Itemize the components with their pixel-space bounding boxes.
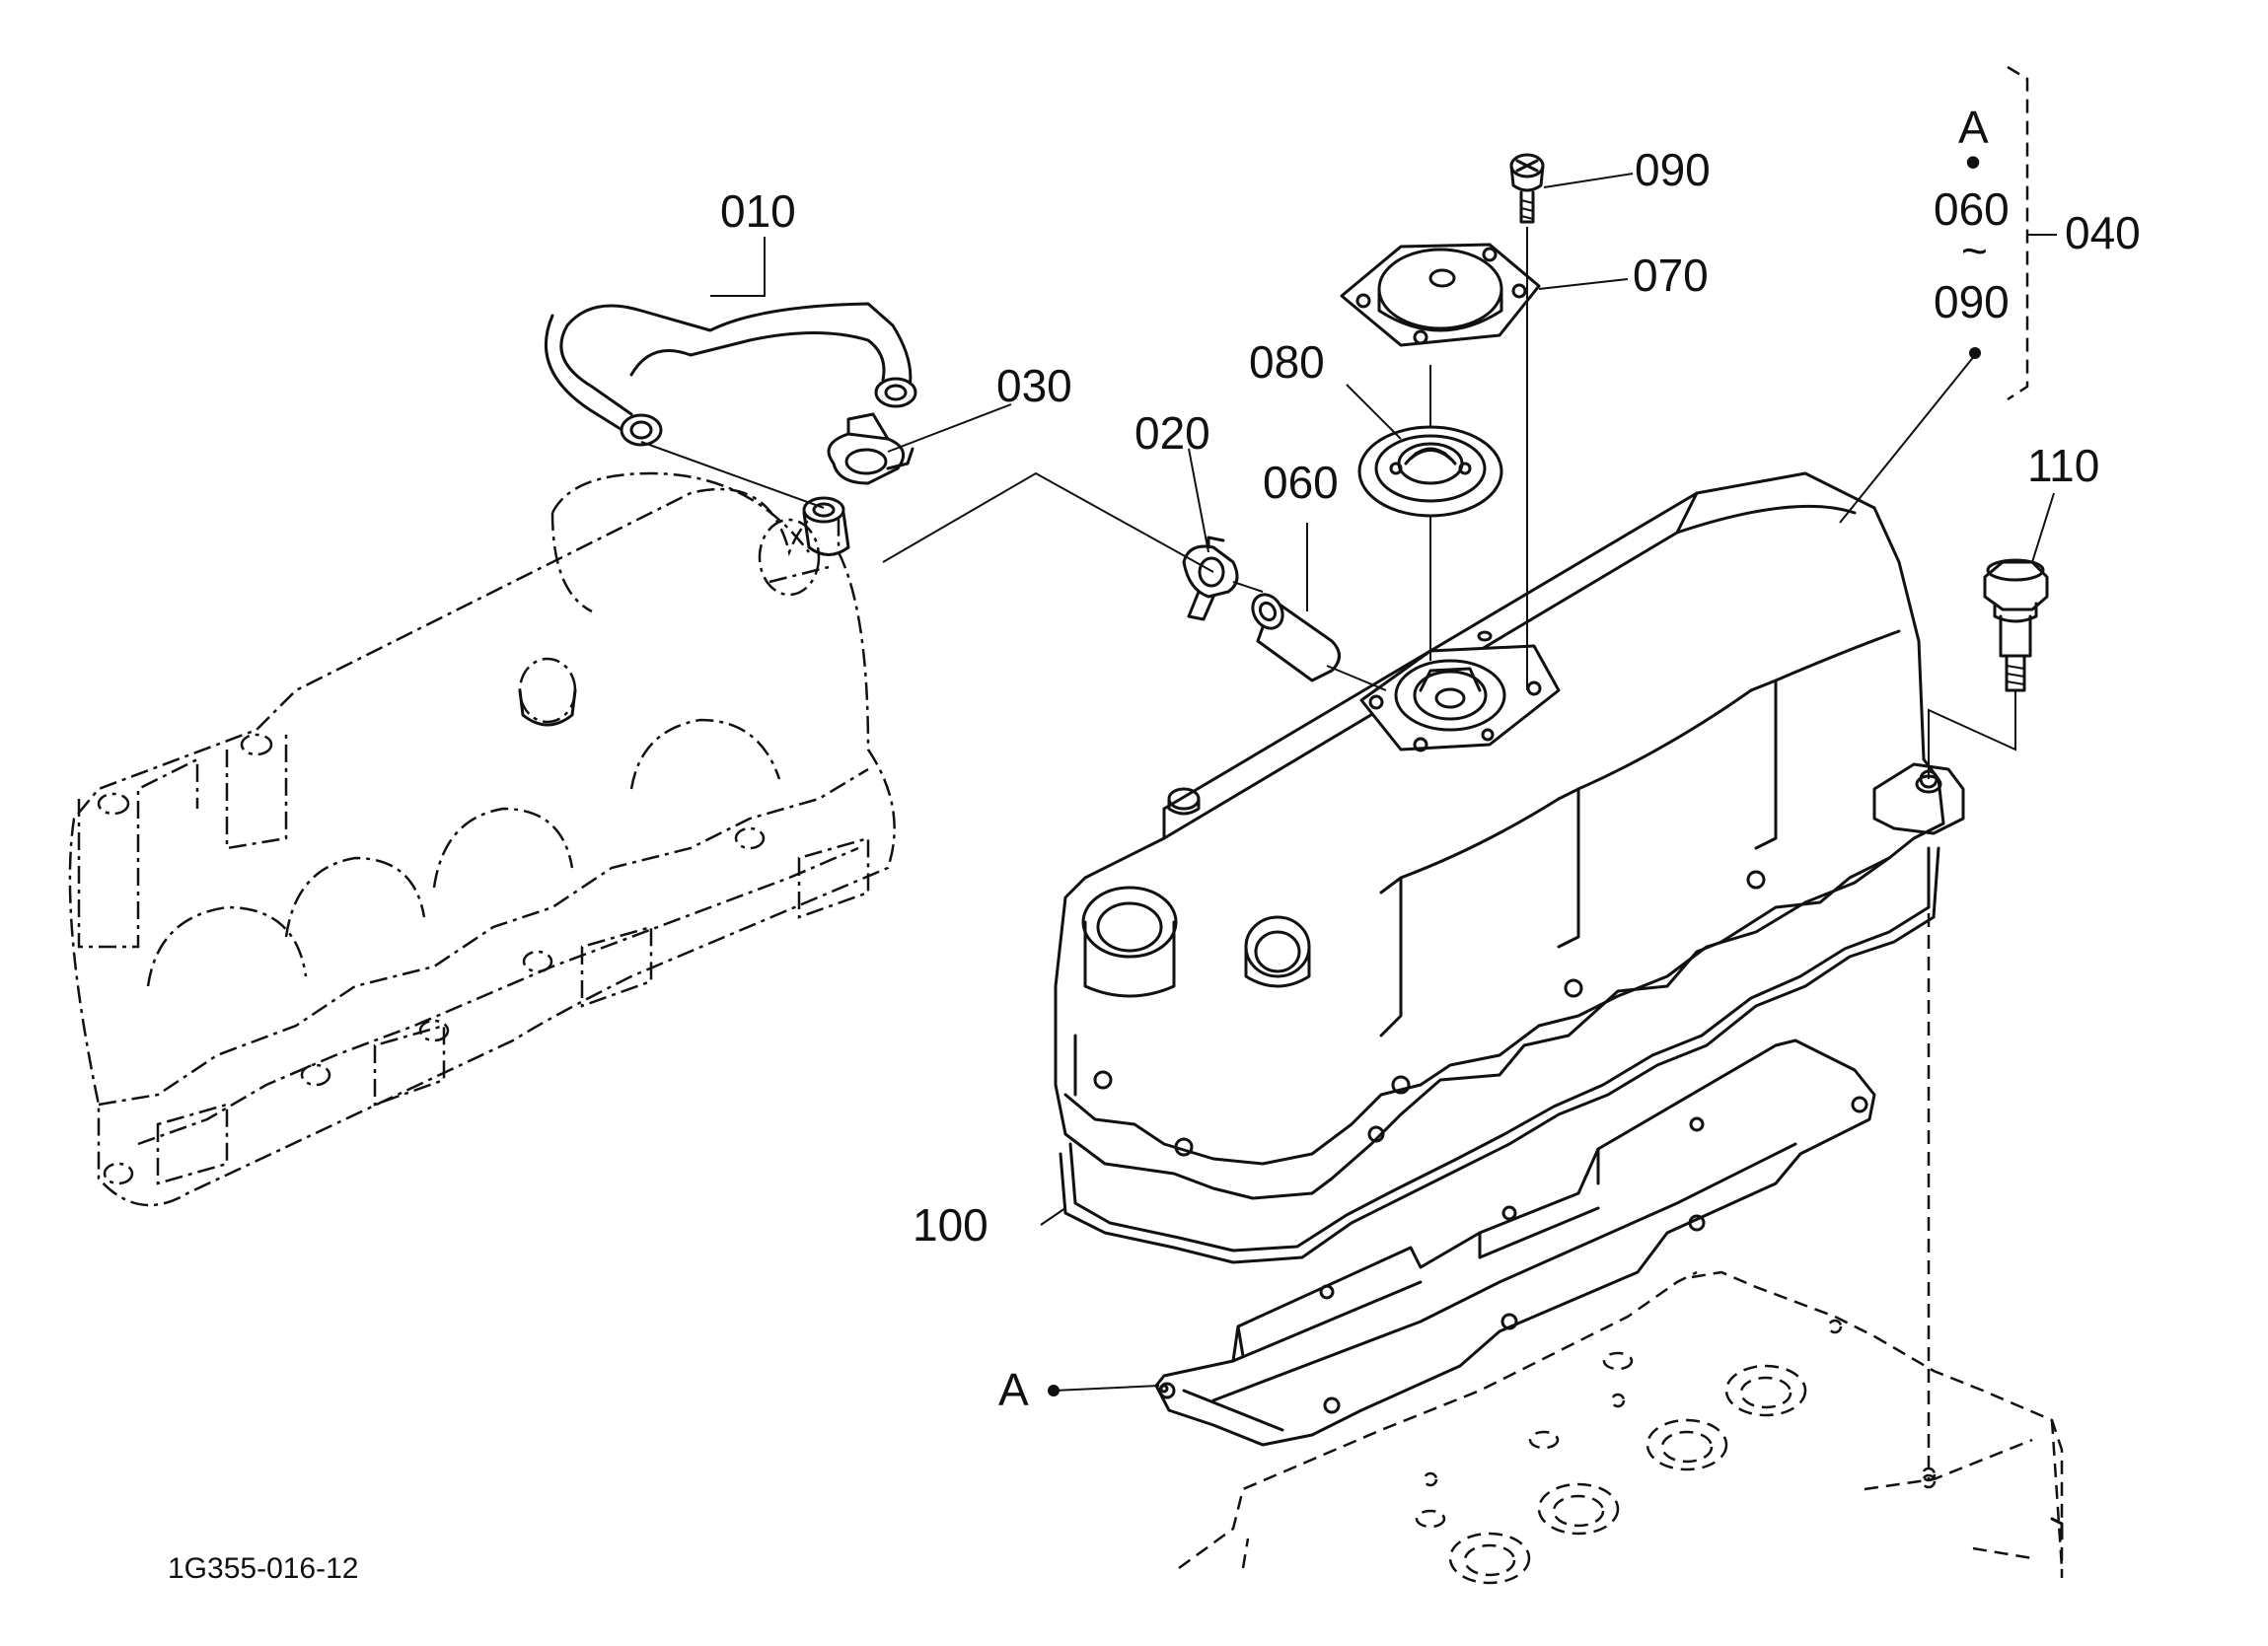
label-080: 080	[1249, 336, 1325, 388]
pipe-060	[1251, 593, 1341, 682]
breather-hose-010	[544, 302, 917, 447]
cover-070	[1340, 243, 1541, 347]
label-100: 100	[913, 1199, 988, 1251]
part-labels: 010 030 020 060 080 070 090 110 100 A 04…	[720, 144, 2141, 1415]
hose-clamp-030	[827, 412, 915, 485]
hose-clamp-020	[1182, 536, 1239, 621]
exhaust-manifold-phantom	[68, 471, 896, 1207]
kit-from: 060	[1934, 183, 2010, 235]
kit-dot: •	[1965, 136, 1981, 187]
label-leaders	[710, 65, 2057, 1396]
kit-to: 090	[1934, 276, 2010, 327]
kit-tilde: ~	[1961, 225, 1988, 276]
label-070: 070	[1633, 250, 1709, 301]
label-060: 060	[1263, 457, 1339, 508]
assembly-lines	[640, 227, 2016, 1489]
label-020: 020	[1134, 407, 1210, 459]
rocker-arm-cover	[1054, 471, 1965, 1200]
label-030: 030	[996, 360, 1072, 411]
label-040: 040	[2065, 207, 2141, 258]
screw-090	[1509, 153, 1545, 224]
diaphragm-080	[1357, 425, 1503, 518]
label-110: 110	[2027, 440, 2099, 491]
label-090: 090	[1635, 144, 1711, 195]
label-010: 010	[720, 185, 796, 237]
drawing-number: 1G355-016-12	[168, 1552, 358, 1585]
kit-bracket-text: A • 060 ~ 090	[1934, 102, 2010, 327]
kit-ref-a: A	[1958, 102, 1989, 153]
bolt-110	[1983, 558, 2049, 692]
head-cover-plate-a	[1154, 1038, 1876, 1447]
label-a: A	[998, 1364, 1029, 1415]
